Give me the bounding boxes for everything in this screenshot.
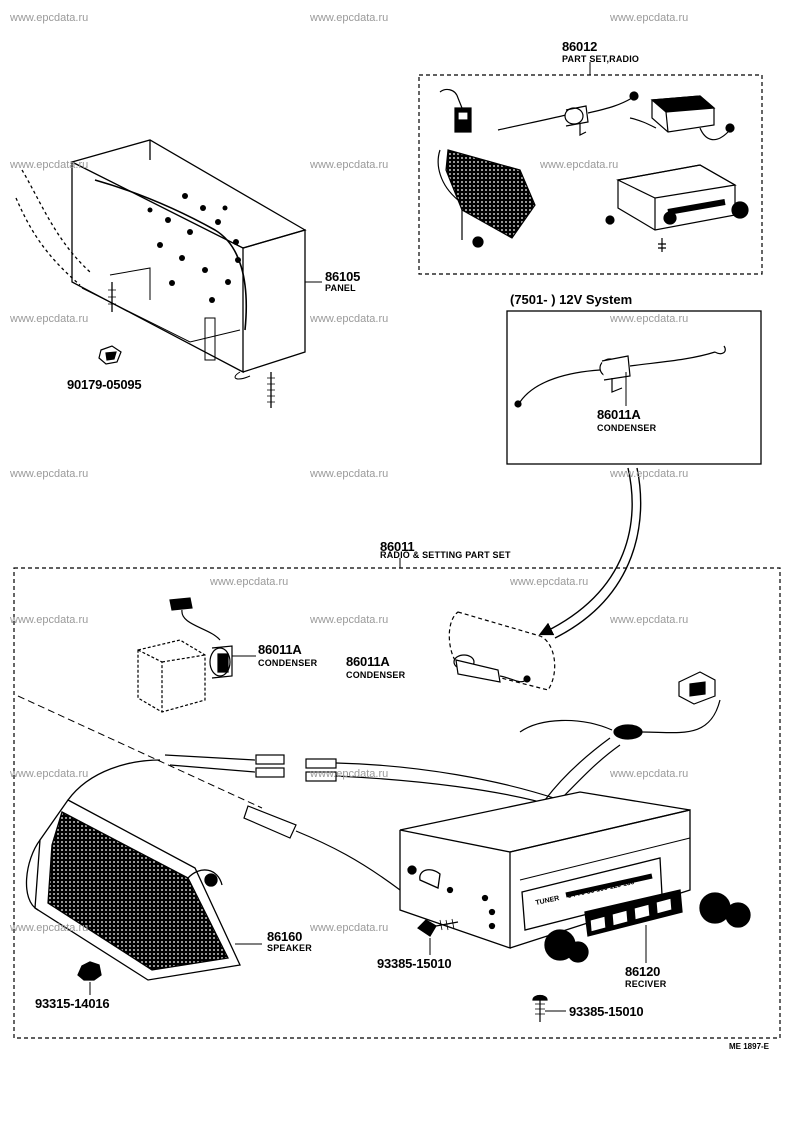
label-leaders	[89, 372, 647, 1012]
watermark: www.epcdata.ru	[310, 768, 389, 780]
panel-holes	[147, 193, 241, 303]
arrow-12v-to-condenser	[538, 467, 633, 636]
part-number-93315: 93315-14016	[35, 996, 110, 1011]
radio-setting-part-set-box	[13, 567, 781, 1039]
watermark: www.epcdata.ru	[310, 468, 389, 480]
watermark: www.epcdata.ru	[10, 614, 89, 626]
wiring-harness	[164, 671, 721, 891]
screw-93385-b	[532, 994, 548, 1022]
watermark: www.epcdata.ru	[10, 922, 89, 934]
part-number-86120: 86120	[625, 964, 661, 979]
mid-condenser-drawing	[448, 611, 556, 691]
watermark: www.epcdata.ru	[610, 614, 689, 626]
watermark: www.epcdata.ru	[610, 468, 689, 480]
part-number-93385-b: 93385-15010	[569, 1004, 644, 1019]
system-note: (7501- ) 12V System	[510, 292, 633, 307]
watermark: www.epcdata.ru	[10, 159, 89, 171]
svg-text:TUNER: TUNER	[535, 895, 560, 907]
watermark: www.epcdata.ru	[10, 468, 89, 480]
part-number-86011: 86011	[380, 539, 415, 554]
part-name-86011A-top: CONDENSER	[597, 423, 657, 433]
part-name-86011A-left: CONDENSER	[258, 658, 318, 668]
watermark: www.epcdata.ru	[10, 768, 89, 780]
watermark: www.epcdata.ru	[510, 576, 589, 588]
part-number-86011A-mid: 86011A	[346, 654, 390, 669]
part-number-86105: 86105	[325, 269, 361, 284]
drawing-code: ME 1897-E	[729, 1042, 770, 1051]
part-number-86011A-left: 86011A	[258, 642, 302, 657]
watermark: www.epcdata.ru	[610, 768, 689, 780]
watermark: www.epcdata.ru	[210, 576, 289, 588]
watermark: www.epcdata.ru	[310, 922, 389, 934]
part-number-86160: 86160	[267, 929, 303, 944]
watermark: www.epcdata.ru	[10, 313, 89, 325]
receiver-drawing: TUNER 54 70 80 100 120 160	[399, 791, 751, 963]
watermark: www.epcdata.ru	[610, 313, 689, 325]
part-number-86012: 86012	[562, 39, 598, 54]
part-name-86011A-mid: CONDENSER	[346, 670, 406, 680]
watermark: www.epcdata.ru	[10, 12, 89, 24]
part-set-drawing	[437, 88, 749, 252]
part-number-90179: 90179-05095	[67, 377, 142, 392]
part-name-86160: SPEAKER	[267, 943, 312, 953]
part-number-93385-a: 93385-15010	[377, 956, 452, 971]
part-name-86012: PART SET,RADIO	[562, 54, 640, 64]
watermark: www.epcdata.ru	[610, 12, 689, 24]
screw-93385-a	[417, 918, 459, 937]
12v-system-box	[506, 310, 762, 465]
part-name-86011: RADIO & SETTING PART SET	[380, 550, 511, 560]
speaker-drawing	[25, 759, 241, 981]
watermark: www.epcdata.ru	[310, 12, 389, 24]
panel-drawing	[15, 139, 307, 408]
dashed-guide-line	[17, 695, 263, 809]
watermark: www.epcdata.ru	[310, 159, 389, 171]
condenser-12v-drawing	[514, 345, 726, 408]
watermark: www.epcdata.ru	[310, 614, 389, 626]
part-name-86105: PANEL	[325, 283, 356, 293]
left-condenser-drawing	[137, 597, 233, 713]
watermark: www.epcdata.ru	[540, 159, 619, 171]
part-name-86120: RECIVER	[625, 979, 667, 989]
watermark: www.epcdata.ru	[310, 313, 389, 325]
part-number-86011A-top: 86011A	[597, 407, 641, 422]
clip-nut-90179	[98, 345, 122, 365]
